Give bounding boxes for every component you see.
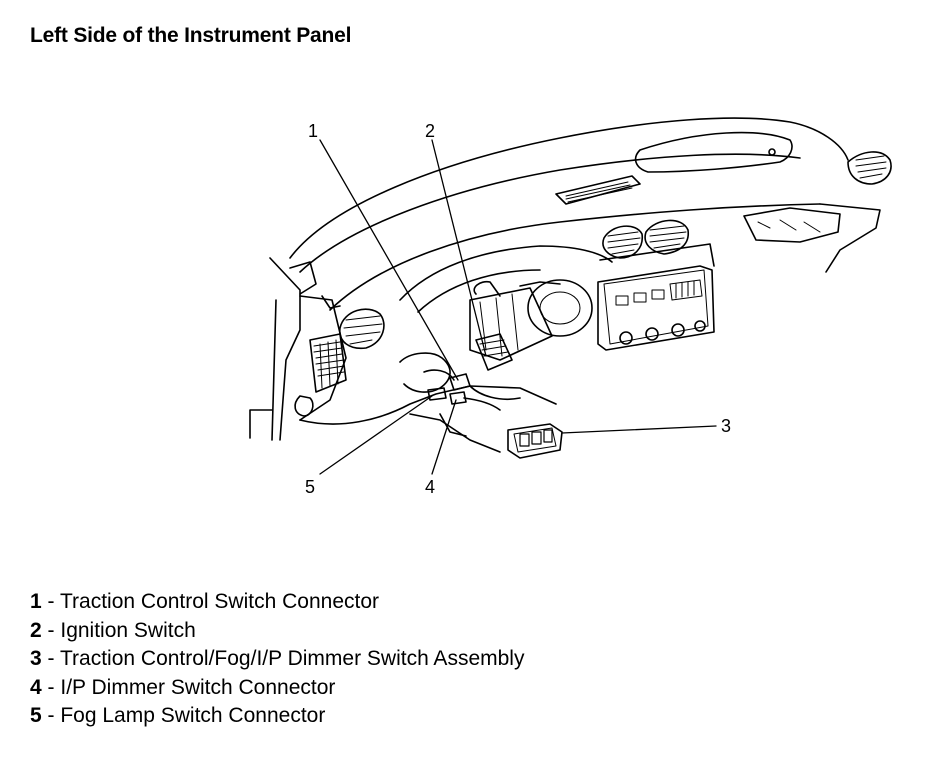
dash-top-outline bbox=[289, 117, 849, 259]
legend-item-5: 5 - Fog Lamp Switch Connector bbox=[30, 702, 524, 731]
defroster-vent bbox=[555, 175, 641, 205]
legend-separator: - bbox=[41, 704, 61, 727]
fog-lamp-connector bbox=[427, 387, 447, 401]
callout-4: 4 bbox=[425, 477, 435, 497]
leader-line-1 bbox=[319, 139, 459, 381]
leader-line-2 bbox=[431, 139, 487, 357]
legend-number: 2 bbox=[30, 618, 42, 642]
leader-line-5 bbox=[319, 395, 433, 475]
dash-top-inner bbox=[299, 153, 801, 273]
left-end-panel bbox=[269, 257, 301, 441]
callout-3: 3 bbox=[721, 416, 731, 436]
steering-airbag bbox=[527, 279, 593, 337]
leader-line-3 bbox=[561, 425, 717, 434]
legend-separator: - bbox=[41, 590, 60, 613]
legend-text: Fog Lamp Switch Connector bbox=[60, 704, 326, 727]
legend: 1 - Traction Control Switch Connector 2 … bbox=[30, 588, 524, 731]
legend-item-1: 1 - Traction Control Switch Connector bbox=[30, 588, 524, 617]
page-title: Left Side of the Instrument Panel bbox=[30, 24, 352, 47]
legend-separator: - bbox=[41, 618, 61, 642]
dash-lower-edge bbox=[329, 203, 821, 311]
traction-control-connector bbox=[449, 373, 471, 391]
legend-number: 4 bbox=[30, 675, 42, 699]
right-side-vent bbox=[847, 151, 892, 185]
dimmer-connector bbox=[449, 391, 467, 405]
legend-text: Ignition Switch bbox=[60, 618, 196, 642]
legend-text: I/P Dimmer Switch Connector bbox=[60, 675, 336, 699]
passenger-airbag-door bbox=[634, 131, 793, 173]
left-side-vent bbox=[339, 308, 385, 350]
callout-2: 2 bbox=[425, 121, 435, 141]
legend-item-2: 2 - Ignition Switch bbox=[30, 617, 524, 646]
legend-item-3: 3 - Traction Control/Fog/I/P Dimmer Swit… bbox=[30, 645, 524, 674]
legend-item-4: 4 - I/P Dimmer Switch Connector bbox=[30, 674, 524, 703]
steering-column bbox=[469, 287, 553, 361]
instrument-panel-diagram: 1 2 3 4 5 bbox=[249, 117, 892, 497]
switch-assembly bbox=[507, 423, 563, 459]
leader-line-4 bbox=[431, 399, 457, 475]
center-vent-left bbox=[602, 225, 644, 259]
center-vent-right bbox=[644, 219, 689, 255]
radio-unit bbox=[597, 265, 715, 351]
cluster-hood bbox=[399, 245, 613, 301]
legend-number: 3 bbox=[30, 647, 42, 670]
legend-number: 1 bbox=[30, 590, 42, 613]
ignition-switch-body bbox=[475, 333, 513, 371]
legend-separator: - bbox=[41, 675, 61, 699]
knee-bolster bbox=[299, 385, 557, 425]
legend-separator: - bbox=[41, 647, 60, 670]
legend-text: Traction Control Switch Connector bbox=[59, 590, 380, 613]
callout-1: 1 bbox=[308, 121, 318, 141]
legend-text: Traction Control/Fog/I/P Dimmer Switch A… bbox=[59, 647, 525, 670]
callout-5: 5 bbox=[305, 477, 315, 497]
legend-number: 5 bbox=[30, 704, 42, 727]
